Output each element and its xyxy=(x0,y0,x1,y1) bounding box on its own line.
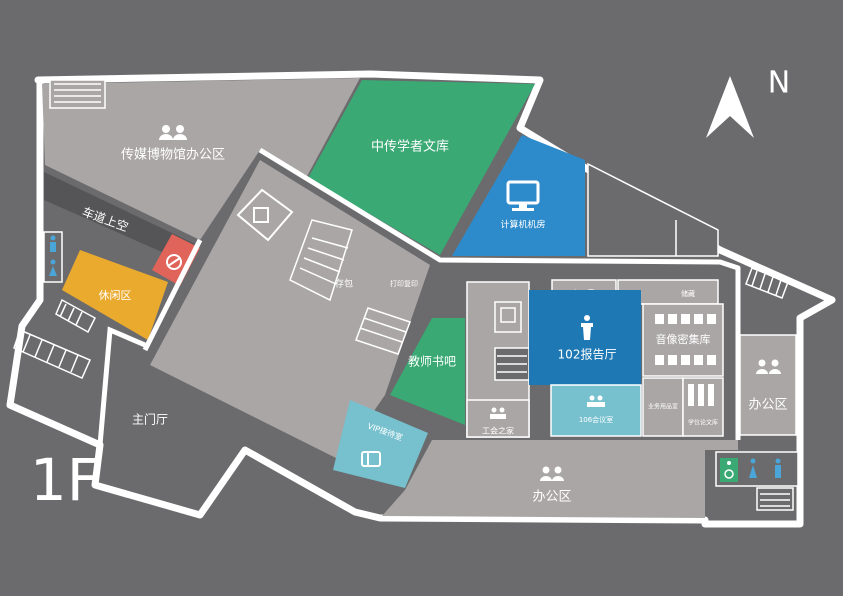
room-computer[interactable]: 计算机机房 xyxy=(452,135,585,256)
service-icon xyxy=(166,254,182,270)
room-label: 教师书吧 xyxy=(408,354,456,369)
room-media-museum-office[interactable]: 传媒博物馆办公区 xyxy=(42,78,360,240)
room-label-storage: 存包 xyxy=(335,278,353,290)
room-av-stacks[interactable]: 音像密集库 xyxy=(642,303,724,377)
stairs-icon xyxy=(13,298,96,379)
room-service[interactable] xyxy=(152,234,200,286)
room-library[interactable]: 中传学者文库 xyxy=(308,80,535,255)
room-dissertation[interactable]: 学位论文库 xyxy=(682,377,724,437)
room-business[interactable]: 业务用品室 xyxy=(642,377,684,437)
room-label: 中传学者文库 xyxy=(371,139,449,155)
floor-label: 1F xyxy=(30,446,100,514)
east-wing-rooms xyxy=(587,162,719,257)
elevator-icon xyxy=(236,188,294,242)
elevator-icon xyxy=(500,307,516,323)
people-icon xyxy=(490,407,506,419)
room-label: 休闲区 xyxy=(99,288,132,302)
luggage-icon xyxy=(361,451,381,467)
restroom-icons xyxy=(43,231,63,283)
room-meeting-106[interactable]: 106会议室 xyxy=(550,384,642,437)
room-label: 主门厅 xyxy=(132,412,168,427)
north-label: N xyxy=(768,66,790,101)
room-office-south[interactable]: 办公区 xyxy=(382,440,738,518)
podium-icon xyxy=(581,315,593,340)
stairs-icon xyxy=(49,79,106,109)
inner-walls xyxy=(142,147,741,440)
room-label: 计算机机房 xyxy=(500,219,545,231)
restroom-icons xyxy=(749,458,781,478)
building-walls xyxy=(6,70,836,528)
room-office-east[interactable]: 办公区 xyxy=(739,334,797,436)
room-leisure[interactable]: 休闲区 xyxy=(62,250,168,340)
room-main-hall[interactable]: 主门厅 xyxy=(132,412,168,427)
shelf-icon xyxy=(655,314,716,365)
room-label: 储藏 xyxy=(681,289,695,298)
computer-icon xyxy=(506,180,540,211)
north-arrow-icon: N xyxy=(706,66,790,138)
room-label: 106会议室 xyxy=(579,415,613,424)
central-area xyxy=(150,160,430,460)
room-label: 传媒博物馆办公区 xyxy=(121,148,225,163)
room-label: 办公区 xyxy=(748,398,787,413)
room-union[interactable]: 工会之家 xyxy=(466,399,530,438)
room-hall-102[interactable]: 102报告厅 xyxy=(529,290,641,385)
room-label: 学位论文库 xyxy=(688,419,718,427)
people-icon xyxy=(540,466,564,481)
people-icon xyxy=(159,125,187,140)
room-label-print: 打印复印 xyxy=(390,279,418,288)
room-vip[interactable]: VIP接待室 xyxy=(333,400,428,488)
room-label: 工会之家 xyxy=(482,426,514,436)
room-label: 办公区 xyxy=(532,490,571,505)
room-label: 102报告厅 xyxy=(558,347,617,362)
shelf-icon xyxy=(688,384,714,406)
people-icon xyxy=(756,359,781,374)
accessible-restroom-icon xyxy=(720,458,738,482)
stairs-icon xyxy=(745,267,789,299)
room-label: 业务用品室 xyxy=(648,403,678,411)
room-label: 音像密集库 xyxy=(656,332,711,346)
main-hall-walls xyxy=(97,326,248,517)
stairs-icon xyxy=(289,219,411,355)
meeting-icon xyxy=(587,395,605,407)
room-teacher-bar[interactable]: 教师书吧 xyxy=(390,318,465,425)
